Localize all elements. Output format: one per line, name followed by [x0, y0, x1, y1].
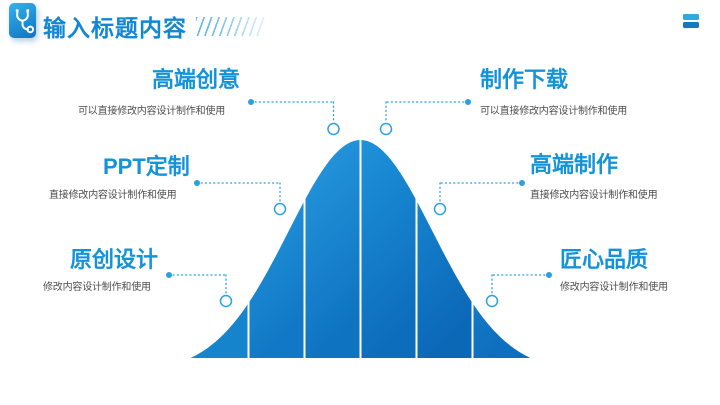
connector-dot	[248, 99, 254, 105]
curve-segment	[360, 140, 417, 358]
page-title: 输入标题内容	[43, 15, 187, 41]
connector-ring	[327, 122, 340, 136]
connector-ring	[219, 294, 233, 308]
curve-segment	[248, 140, 305, 358]
callout-desc-left-3: 修改内容设计制作和使用	[43, 282, 151, 293]
connector-ring	[485, 294, 499, 308]
connector-dot	[519, 180, 525, 186]
decorative-slashes	[196, 17, 264, 36]
connector-dot	[166, 272, 172, 278]
stethoscope-glyph	[15, 9, 35, 34]
menu-bar-top	[683, 14, 699, 20]
stethoscope-icon	[9, 3, 36, 38]
curve-segment	[472, 140, 531, 358]
callout-title-right-2: 高端制作	[530, 152, 619, 177]
curve-segment	[190, 140, 249, 358]
callout-title-right-1: 制作下载	[480, 67, 569, 92]
callout-title-left-3: 原创设计	[70, 247, 159, 272]
connector-ring	[379, 122, 393, 136]
connector-ring	[433, 202, 447, 216]
callout-desc-right-2: 直接修改内容设计制作和使用	[530, 190, 658, 201]
curve-segment	[416, 140, 473, 358]
connector-dot	[194, 180, 200, 186]
connector-ring	[273, 202, 287, 216]
callout-title-left-1: 高端创意	[152, 67, 241, 92]
callout-title-right-3: 匠心品质	[560, 247, 649, 272]
menu-equals-icon[interactable]	[683, 14, 699, 28]
curve-segment	[304, 140, 361, 358]
connector-dot	[465, 99, 471, 105]
callout-desc-right-3: 修改内容设计制作和使用	[560, 282, 668, 293]
callout-desc-left-2: 直接修改内容设计制作和使用	[49, 190, 177, 201]
menu-bar-bottom	[683, 22, 699, 28]
connector-dot	[546, 272, 552, 278]
callout-desc-left-1: 可以直接修改内容设计制作和使用	[78, 106, 225, 117]
callout-desc-right-1: 可以直接修改内容设计制作和使用	[480, 106, 627, 117]
bell-curve-shape	[190, 140, 531, 358]
callout-title-left-2: PPT定制	[103, 154, 190, 179]
